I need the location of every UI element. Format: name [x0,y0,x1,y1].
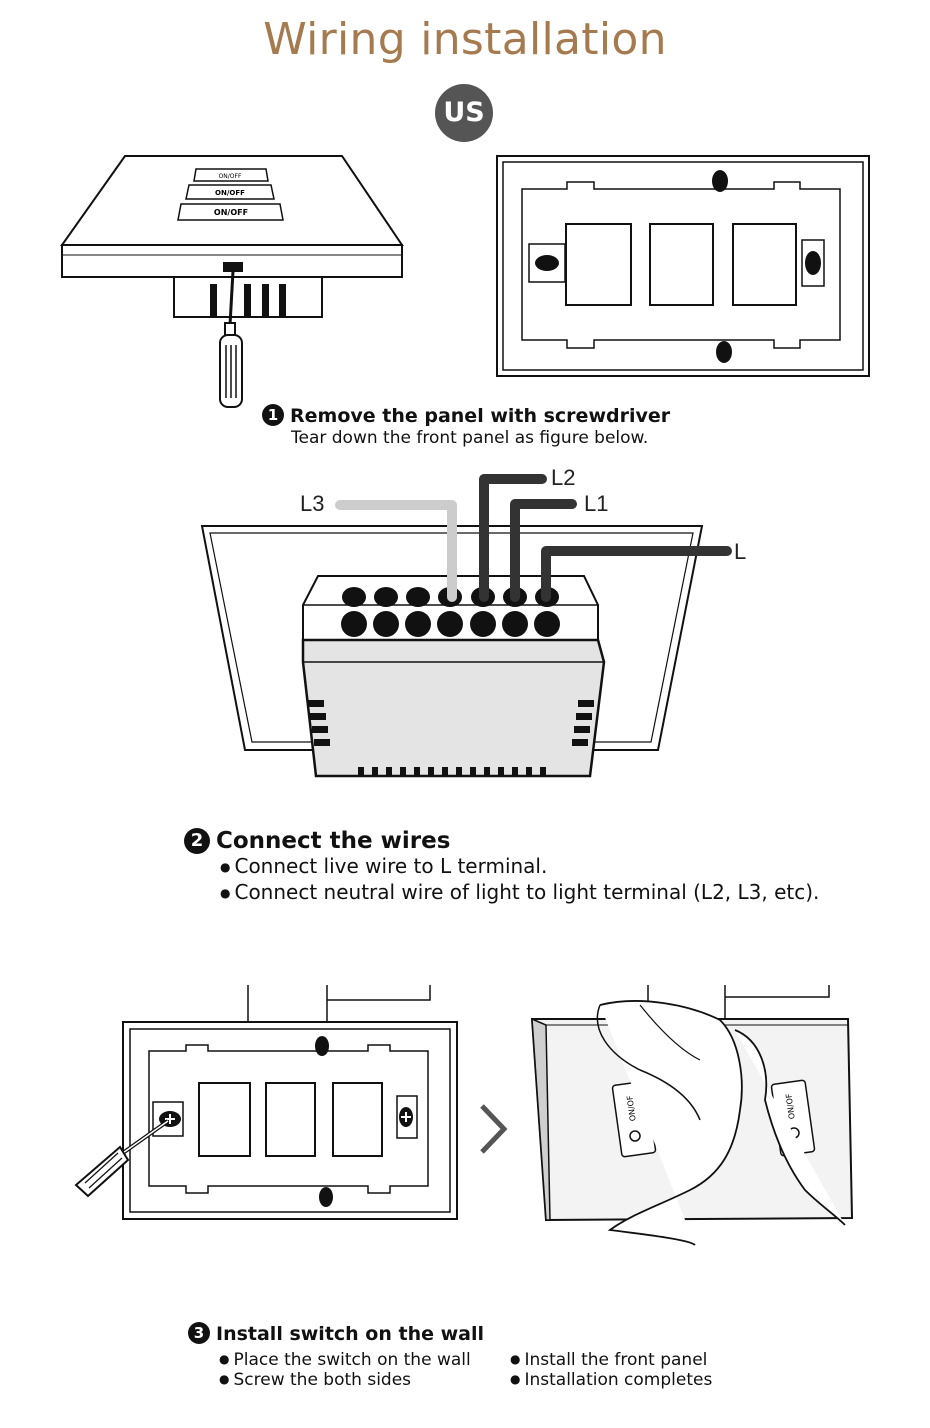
screwdriver-icon [74,1119,170,1198]
step1-number: 1 [262,404,284,426]
step3-bullet-3: Install the front panel [510,1350,712,1370]
step3-bullet-2-text: Screw the both sides [233,1370,412,1390]
wire-label-l1: L1 [584,491,609,516]
step3-heading: 3 Install switch on the wall [188,1322,484,1345]
step3-bullet-1-text: Place the switch on the wall [233,1350,471,1370]
step3-bullet-3-text: Install the front panel [524,1350,708,1370]
step1-caption: 1 Remove the panel with screwdriver Tear … [262,404,670,449]
step3-left-list: Place the switch on the wall Screw the b… [219,1350,471,1390]
wire-l [541,546,732,602]
wire-l3 [335,500,457,602]
step3-bullet-4: Installation completes [510,1370,712,1390]
button-label-bottom: ON/OFF [214,208,248,217]
step2-bullet-2-text: Connect neutral wire of light to light t… [234,880,820,904]
wire-label-l3: L3 [300,491,325,516]
step2-number: 2 [184,828,210,854]
wire-label-l: L [734,539,747,564]
step3-heading-text: Install switch on the wall [216,1323,485,1345]
step2-heading-text: Connect the wires [216,828,451,854]
mounting-frame-view [496,155,870,377]
wire-l2 [479,474,547,602]
step2-bullet-2: Connect neutral wire of light to light t… [184,880,819,906]
wire-label-l2: L2 [551,465,576,490]
button-label-top: ON/OFF [219,173,242,180]
panel-button-label-right: ON/OF [784,1093,797,1120]
step1-text: Tear down the front panel as figure belo… [291,428,649,448]
step1-heading: 1 Remove the panel with screwdriver [262,404,670,427]
panel-install-view [530,985,854,1246]
next-arrow-icon [480,1104,508,1154]
step3-bullet-4-text: Installation completes [524,1370,713,1390]
step2-bullet-1-text: Connect live wire to L terminal. [234,854,548,878]
step3-bullet-2: Screw the both sides [219,1370,471,1390]
step1-heading-text: Remove the panel with screwdriver [290,405,671,427]
switch-buttons [177,168,284,221]
step3-number: 3 [188,1322,210,1344]
wire-l1 [510,499,577,602]
step2-bullet-1: Connect live wire to L terminal. [184,854,819,880]
panel-button-label-left: ON/OF [625,1095,638,1122]
page-title: Wiring installation [263,14,667,65]
wiring-diagram [200,474,732,778]
step3-right-list: Install the front panel Installation com… [510,1350,712,1390]
screwdriver-icon [219,262,243,408]
frame-screwing-view [74,985,458,1220]
switch-side-view [60,155,404,408]
step3-bullet-1: Place the switch on the wall [219,1350,471,1370]
region-badge: US [435,84,493,142]
button-label-middle: ON/OFF [215,189,245,197]
step3-caption: 3 Install switch on the wall [188,1322,484,1345]
